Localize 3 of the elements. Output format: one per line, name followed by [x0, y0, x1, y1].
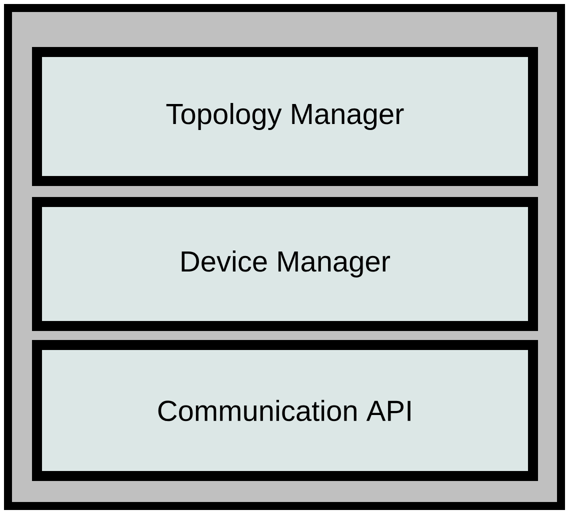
module-box: Device Manager	[32, 197, 538, 331]
module-box: Topology Manager	[32, 47, 538, 186]
module-box: Communication API	[32, 340, 538, 481]
